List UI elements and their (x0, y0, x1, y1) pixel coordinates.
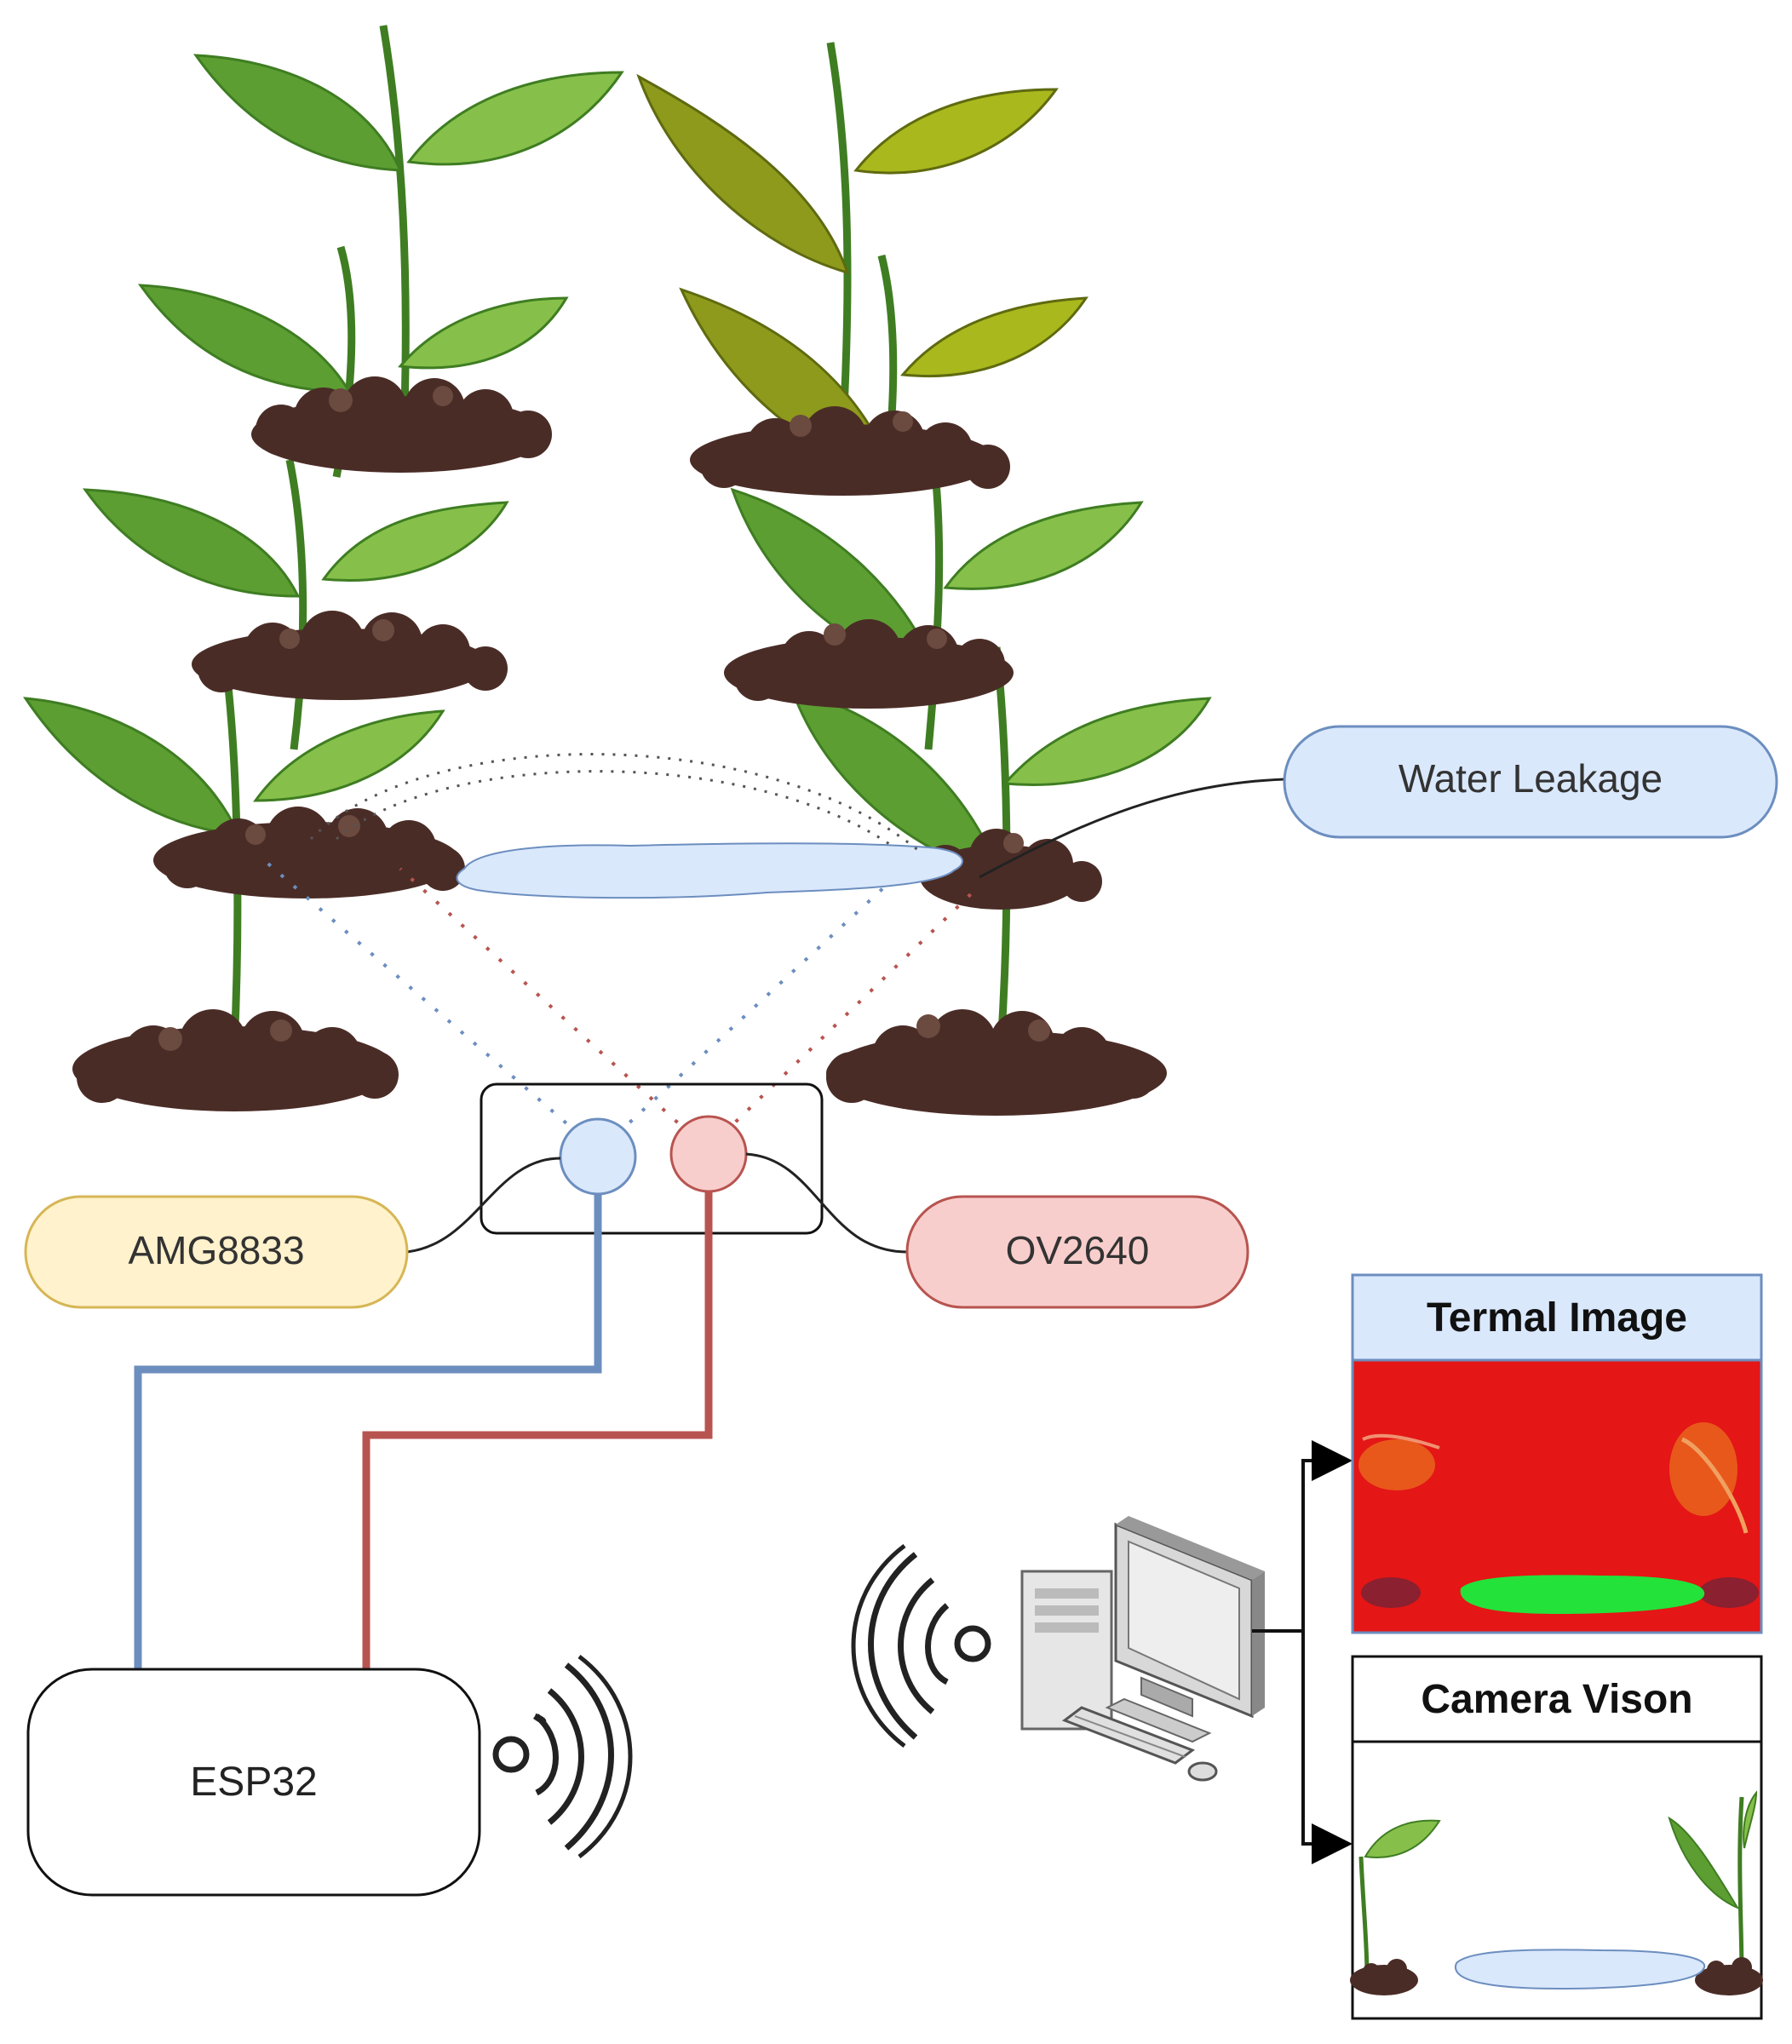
wifi-signal-icon (492, 1655, 633, 1858)
thermal-image (1351, 1358, 1763, 1634)
ov2640-connector (745, 1152, 908, 1254)
ov2640-sensor (669, 1115, 748, 1193)
amg8833-wire (134, 1194, 602, 1669)
camera-image (1350, 1740, 1763, 2020)
ov2640-label-box (905, 1195, 1249, 1309)
thermal-title-box (1351, 1273, 1763, 1362)
camera-title: Camera Vison (1421, 1677, 1692, 1722)
thermal-arrow (1301, 1440, 1353, 1631)
sensor-board (480, 1082, 824, 1235)
water-leakage-label: Water Leakage (1399, 756, 1663, 801)
amg8833-connector (406, 1157, 561, 1254)
esp32-label: ESP32 (190, 1760, 317, 1805)
amg8833-sensor (559, 1117, 637, 1196)
camera-title-box (1351, 1655, 1763, 1743)
plant-illustration-left (23, 25, 624, 1111)
wifi-signal-icon-pc (851, 1544, 991, 1748)
ov2640-wire (362, 1191, 713, 1669)
amg8833-label: AMG8833 (128, 1228, 304, 1272)
thermal-title: Termal Image (1427, 1295, 1687, 1341)
water-leakage-connector (979, 778, 1285, 879)
sensing-ray-red-left (399, 867, 704, 1147)
ov2640-label: OV2640 (1006, 1228, 1150, 1272)
water-puddle (456, 842, 963, 899)
sensing-ray-blue-right (603, 884, 887, 1147)
sensing-arc-gray-2 (336, 770, 895, 849)
plant-illustration-right (636, 42, 1212, 1116)
amg8833-label-box (24, 1195, 409, 1309)
desktop-computer-icon (1020, 1516, 1265, 1782)
esp32-board (26, 1668, 481, 1897)
water-leakage-label-box (1283, 725, 1778, 839)
camera-arrow (1301, 1631, 1353, 1864)
